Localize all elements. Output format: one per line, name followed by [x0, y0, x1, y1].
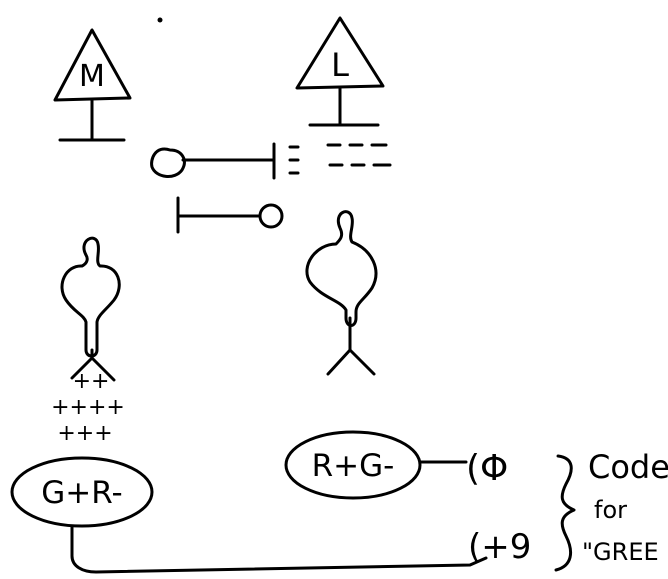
curly-brace [554, 454, 576, 572]
output-top-label: (Φ [466, 448, 508, 489]
plus-signs: ++ ++++ +++ [51, 369, 125, 446]
bipolar-cell-right-dendrite-2 [348, 348, 376, 376]
annotation-line-3: "GREE [582, 538, 659, 566]
stray-dot [157, 17, 163, 23]
connector-left-ganglion [70, 524, 488, 574]
plus-row-3: +++ [57, 421, 112, 446]
bipolar-cell-left [60, 236, 121, 382]
l-cone: L [295, 16, 392, 167]
annotation-line-1: Code [588, 448, 668, 486]
plus-row-2: ++++ [51, 395, 125, 420]
ganglion-cell-right-label: R+G- [312, 448, 395, 484]
annotation-line-2: for [594, 496, 627, 524]
plus-row-1: ++ [73, 369, 110, 394]
annotation: Code for "GREE [582, 448, 668, 566]
m-cone: M [53, 28, 132, 142]
l-cone-dashes [326, 143, 392, 167]
horizontal-cell-upper [150, 142, 300, 180]
ganglion-cell-left-label: G+R- [41, 475, 122, 511]
synapse-ticks [288, 145, 300, 175]
bipolar-cell-right-body [305, 210, 378, 327]
l-cone-label: L [331, 46, 349, 84]
horizontal-cell-body-right [258, 203, 284, 229]
horizontal-cell-body-left [150, 147, 186, 178]
ganglion-cell-left: G+R- [10, 456, 154, 528]
ganglion-cell-right: R+G- [284, 430, 422, 500]
bipolar-cell-left-dendrite-2 [90, 356, 116, 382]
bipolar-cell-left-dendrite-1 [70, 356, 94, 380]
output-bottom-label: (+9 [468, 527, 531, 567]
ganglion-cell-left-outline [10, 456, 154, 528]
ganglion-cell-right-outline [284, 430, 422, 500]
horizontal-cell-lower [176, 196, 284, 234]
bipolar-cell-right [305, 210, 378, 376]
bipolar-cell-right-dendrite-1 [326, 348, 352, 376]
m-cone-label: M [79, 59, 105, 94]
bipolar-cell-left-body [60, 236, 121, 358]
